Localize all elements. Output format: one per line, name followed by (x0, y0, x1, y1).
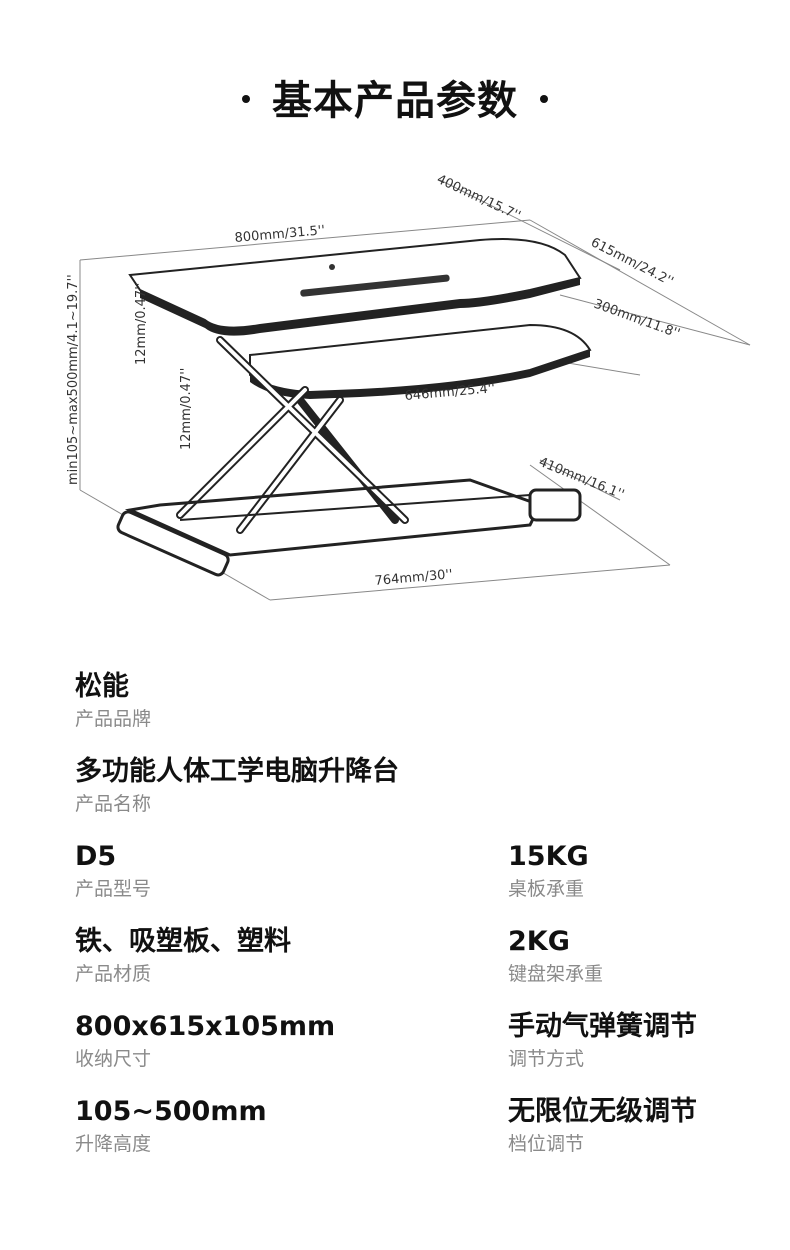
dim-top-depth: 615mm/24.2'' (588, 235, 676, 290)
dim-top-depth-short: 400mm/15.7'' (434, 172, 522, 224)
dim-thickness-keyboard: 12mm/0.47'' (179, 368, 194, 450)
spec-height-value: 105~500mm (75, 1096, 267, 1127)
spec-size: 800x615x105mm 收纳尺寸 (75, 1010, 335, 1072)
spec-material-label: 产品材质 (75, 963, 152, 985)
spec-name: 多功能人体工学电脑升降台 产品名称 (75, 755, 399, 817)
base-frame (116, 478, 582, 577)
spec-gear: 无限位无级调节 档位调节 (508, 1095, 697, 1157)
spec-gear-value: 无限位无级调节 (508, 1096, 697, 1127)
spec-name-value: 多功能人体工学电脑升降台 (75, 756, 399, 787)
spec-keyboard-load: 2KG 键盘架承重 (508, 925, 603, 987)
spec-adjust-mode: 手动气弹簧调节 调节方式 (508, 1010, 697, 1072)
page-title-text: 基本产品参数 (272, 78, 518, 124)
spec-model-value: D5 (75, 841, 117, 872)
spec-desk-load: 15KG 桌板承重 (508, 840, 589, 902)
spec-size-value: 800x615x105mm (75, 1011, 336, 1042)
spec-keyboard-load-value: 2KG (508, 926, 570, 957)
keyboard-tray (249, 323, 592, 399)
dim-base-width: 764mm/30'' (374, 567, 453, 589)
spec-model: D5 产品型号 (75, 840, 151, 902)
spec-brand: 松能 产品品牌 (75, 670, 151, 732)
spec-adjust-mode-label: 调节方式 (508, 1048, 585, 1070)
spec-model-label: 产品型号 (75, 878, 152, 900)
spec-desk-load-value: 15KG (508, 841, 589, 872)
spec-brand-label: 产品品牌 (75, 708, 152, 730)
spec-material: 铁、吸塑板、塑料 产品材质 (75, 925, 291, 987)
dim-height-range: min105~max500mm/4.1~19.7'' (66, 274, 81, 485)
spec-adjust-mode-value: 手动气弹簧调节 (508, 1011, 697, 1042)
dimension-lines (79, 179, 751, 601)
spec-brand-value: 松能 (75, 671, 129, 702)
spec-material-value: 铁、吸塑板、塑料 (75, 926, 291, 957)
spec-name-label: 产品名称 (75, 793, 152, 815)
bullet-dot-left (242, 95, 250, 103)
bullet-dot-right (540, 95, 548, 103)
dim-thickness-top: 12mm/0.47'' (134, 283, 149, 365)
product-dimension-diagram: 800mm/31.5'' 400mm/15.7'' 615mm/24.2'' 3… (66, 172, 751, 601)
spec-keyboard-load-label: 键盘架承重 (508, 963, 604, 985)
dim-keyboard-depth: 300mm/11.8'' (592, 297, 682, 342)
spec-desk-load-label: 桌板承重 (508, 878, 585, 900)
desk-top (128, 238, 582, 336)
spec-size-label: 收纳尺寸 (75, 1048, 152, 1070)
page-title: 基本产品参数 (0, 68, 790, 126)
spec-height-label: 升降高度 (75, 1133, 152, 1155)
spec-gear-label: 档位调节 (508, 1133, 585, 1155)
spec-height: 105~500mm 升降高度 (75, 1095, 267, 1157)
